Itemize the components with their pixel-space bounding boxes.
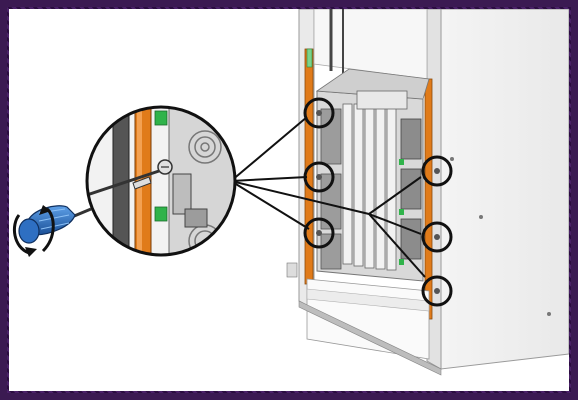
zoom-circle-border <box>85 105 237 257</box>
rack-illustration <box>12 9 569 376</box>
rack-base <box>298 300 442 376</box>
rack-cabinet <box>286 9 569 376</box>
callout-circle-icon <box>303 217 335 249</box>
side-panel-screw-icon <box>479 215 483 219</box>
mounting-screw-icon <box>434 168 440 174</box>
callout-circle-icon <box>421 275 453 307</box>
callout-circle-icon <box>303 161 335 193</box>
fan-modules <box>320 108 422 270</box>
rotation-arrowhead-icon <box>25 247 37 257</box>
side-panel-screw-icon <box>547 312 551 316</box>
mounting-screw-icon <box>434 288 440 294</box>
side-panel-screw-icon <box>450 157 454 161</box>
callout-circle-icon <box>303 97 335 129</box>
rack-bracket <box>286 262 298 278</box>
mounting-screw-icon <box>316 174 322 180</box>
callout-circle-icon <box>421 155 453 187</box>
callout-lines <box>230 116 426 278</box>
zoom-detail <box>85 105 237 257</box>
illustration-canvas <box>9 9 569 391</box>
mounting-screw-icon <box>316 110 322 116</box>
callout-circle-icon <box>421 221 453 253</box>
server-blades <box>342 90 408 271</box>
mounting-screw-icon <box>316 230 322 236</box>
zoom-green-latch <box>154 206 168 222</box>
rotation-arrowhead-icon <box>39 205 51 215</box>
green-latch <box>306 48 313 68</box>
mounting-screw-icon <box>434 234 440 240</box>
screwdriver-icon <box>18 205 92 244</box>
zoom-green-latch <box>154 110 168 126</box>
callout-circles <box>303 97 453 307</box>
mounting-screws <box>316 110 440 294</box>
